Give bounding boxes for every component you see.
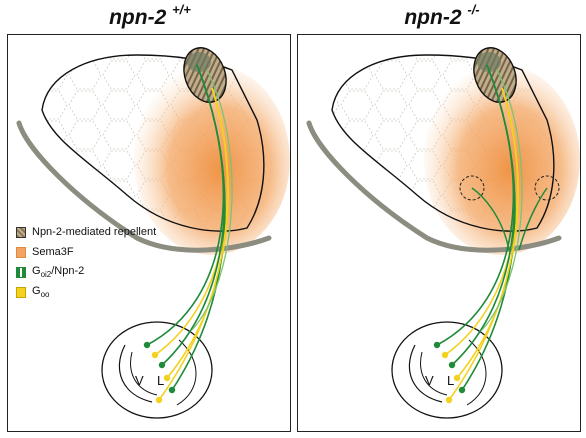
neuron-soma — [152, 352, 158, 358]
neuron-soma — [144, 342, 150, 348]
neuron-soma — [454, 375, 460, 381]
organ-label-l: L — [157, 373, 164, 388]
organ-label-v: V — [425, 373, 434, 388]
organ-label-l: L — [447, 373, 454, 388]
legend-item-repellent: Npn-2-mediated repellent — [16, 222, 156, 242]
neuron-soma — [159, 362, 165, 368]
hatched-swatch-icon — [16, 227, 26, 238]
neuron-soma — [449, 362, 455, 368]
neuron-soma — [434, 342, 440, 348]
green-swatch-icon — [16, 267, 26, 278]
legend: Npn-2-mediated repellent Sema3F Goi2/Npn… — [16, 222, 156, 302]
neuron-soma — [169, 387, 175, 393]
legend-item-goo: Goo — [16, 282, 156, 302]
neuron-soma — [446, 397, 452, 403]
neuron-soma — [156, 397, 162, 403]
organ-label-v: V — [135, 373, 144, 388]
legend-item-sema3f: Sema3F — [16, 242, 156, 262]
yellow-swatch-icon — [16, 287, 26, 298]
neuron-soma — [459, 387, 465, 393]
legend-label: Goi2/Npn-2 — [32, 265, 84, 279]
legend-label: Sema3F — [32, 246, 74, 258]
orange-swatch-icon — [16, 247, 26, 258]
legend-label: Npn-2-mediated repellent — [32, 226, 156, 238]
legend-label: Goo — [32, 285, 49, 299]
neuron-soma — [442, 352, 448, 358]
neuron-soma — [164, 375, 170, 381]
legend-item-goi2: Goi2/Npn-2 — [16, 262, 156, 282]
